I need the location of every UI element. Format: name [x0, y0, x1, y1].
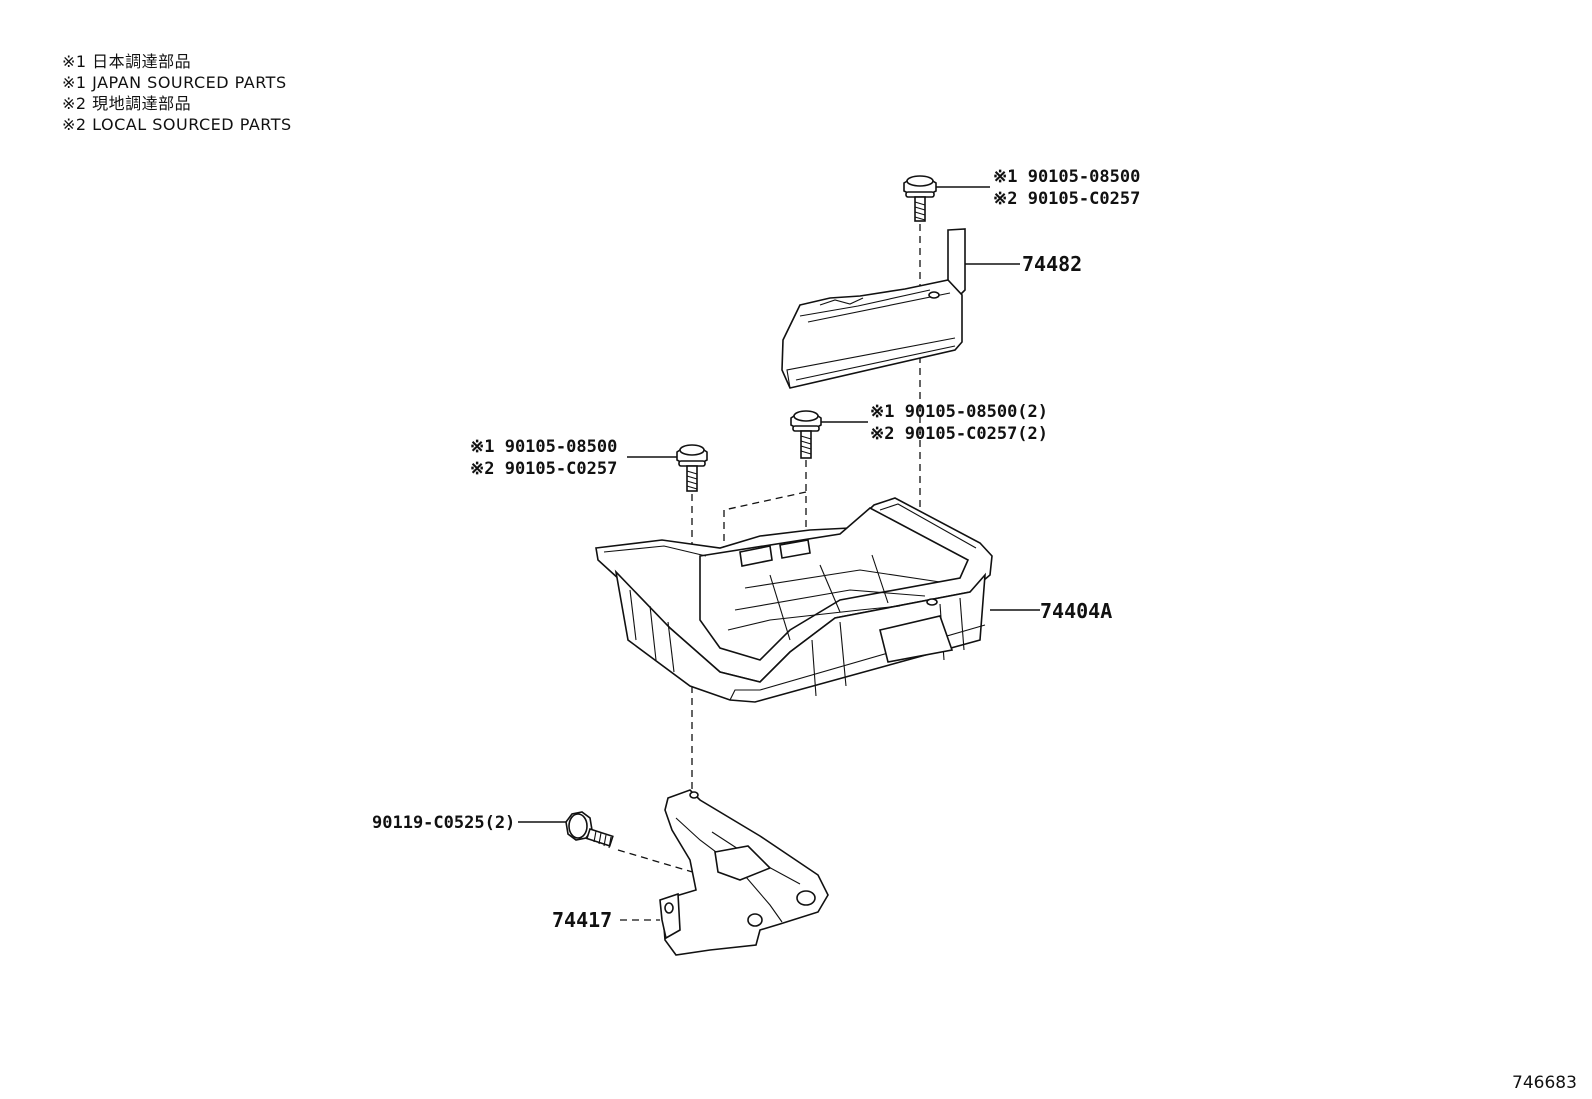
legend: ※1 日本調達部品 ※1 JAPAN SOURCED PARTS ※2 現地調達… [62, 52, 292, 134]
bolt-left[interactable] [676, 444, 708, 492]
callout-bolt-left-2[interactable]: ※2 90105-C0257 [470, 459, 617, 479]
callout-bracket-lower[interactable]: 74417 [552, 908, 612, 932]
callout-bolt-top-right-2[interactable]: ※2 90105-C0257 [993, 189, 1140, 209]
callout-bolt-middle-1[interactable]: ※1 90105-08500(2) [870, 402, 1048, 422]
battery-tray-74404A[interactable] [595, 497, 993, 703]
callout-bolt-bottom[interactable]: 90119-C0525(2) [372, 813, 515, 833]
bracket-cover-74482[interactable] [781, 228, 966, 389]
legend-line-4: ※2 LOCAL SOURCED PARTS [62, 115, 292, 134]
bolt-bottom[interactable] [565, 811, 614, 849]
callout-bracket-cover[interactable]: 74482 [1022, 252, 1082, 276]
legend-line-2: ※1 JAPAN SOURCED PARTS [62, 73, 287, 92]
legend-line-1: ※1 日本調達部品 [62, 52, 191, 71]
callout-bolt-middle-2[interactable]: ※2 90105-C0257(2) [870, 424, 1048, 444]
figure-number: 746683 [1512, 1073, 1577, 1093]
bracket-lower-74417[interactable] [659, 789, 829, 956]
bolt-middle[interactable] [790, 410, 822, 459]
callout-bolt-left-1[interactable]: ※1 90105-08500 [470, 437, 617, 457]
bolt-top-right[interactable] [903, 175, 937, 222]
callout-bolt-top-right-1[interactable]: ※1 90105-08500 [993, 167, 1140, 187]
legend-line-3: ※2 現地調達部品 [62, 94, 191, 113]
callout-battery-tray[interactable]: 74404A [1040, 599, 1112, 623]
